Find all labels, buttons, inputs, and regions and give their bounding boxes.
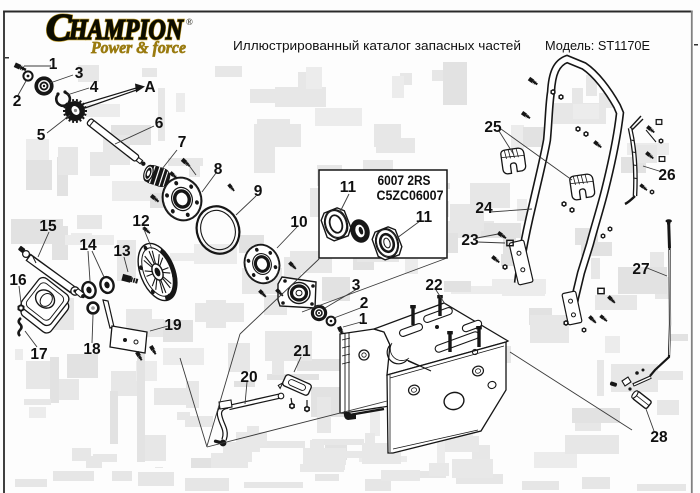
svg-text:3: 3: [75, 65, 84, 82]
svg-text:3: 3: [352, 277, 361, 294]
svg-text:7: 7: [178, 134, 187, 151]
svg-text:4: 4: [90, 79, 99, 96]
svg-text:HAMPION: HAMPION: [68, 15, 184, 46]
svg-text:Модель: ST1170E: Модель: ST1170E: [545, 38, 650, 53]
svg-text:21: 21: [293, 343, 311, 360]
svg-text:11: 11: [340, 179, 357, 196]
svg-text:13: 13: [113, 243, 131, 260]
svg-text:1: 1: [359, 311, 368, 328]
svg-text:15: 15: [39, 218, 57, 235]
svg-text:A: A: [144, 79, 155, 96]
svg-text:22: 22: [425, 277, 442, 294]
svg-text:28: 28: [650, 429, 668, 446]
svg-text:1: 1: [49, 56, 58, 73]
svg-text:12: 12: [132, 213, 149, 230]
svg-text:19: 19: [164, 317, 182, 334]
svg-text:6: 6: [155, 115, 164, 132]
svg-text:10: 10: [290, 214, 307, 231]
svg-text:Иллюстрированный каталог запас: Иллюстрированный каталог запасных частей: [233, 38, 521, 53]
svg-text:C: C: [46, 7, 72, 49]
svg-text:18: 18: [83, 341, 101, 358]
svg-text:8: 8: [214, 161, 223, 178]
svg-text:C: C: [46, 7, 72, 49]
svg-text:9: 9: [254, 183, 263, 200]
svg-text:2: 2: [360, 295, 369, 312]
svg-text:26: 26: [658, 167, 676, 184]
svg-text:23: 23: [461, 232, 479, 249]
svg-text:Power & force: Power & force: [90, 38, 186, 57]
svg-text:20: 20: [240, 369, 257, 386]
svg-text:6007 2RS: 6007 2RS: [378, 173, 431, 188]
svg-text:11: 11: [416, 209, 433, 226]
svg-text:17: 17: [30, 346, 47, 363]
svg-text:16: 16: [9, 272, 27, 289]
svg-text:C5ZC06007: C5ZC06007: [377, 188, 444, 203]
svg-text:24: 24: [475, 200, 493, 217]
svg-text:27: 27: [632, 261, 649, 278]
svg-text:5: 5: [37, 127, 46, 144]
svg-text:®: ®: [186, 17, 193, 27]
svg-text:14: 14: [79, 237, 97, 254]
svg-text:HAMPION: HAMPION: [68, 15, 184, 46]
svg-text:2: 2: [13, 93, 22, 110]
svg-text:25: 25: [484, 119, 502, 136]
